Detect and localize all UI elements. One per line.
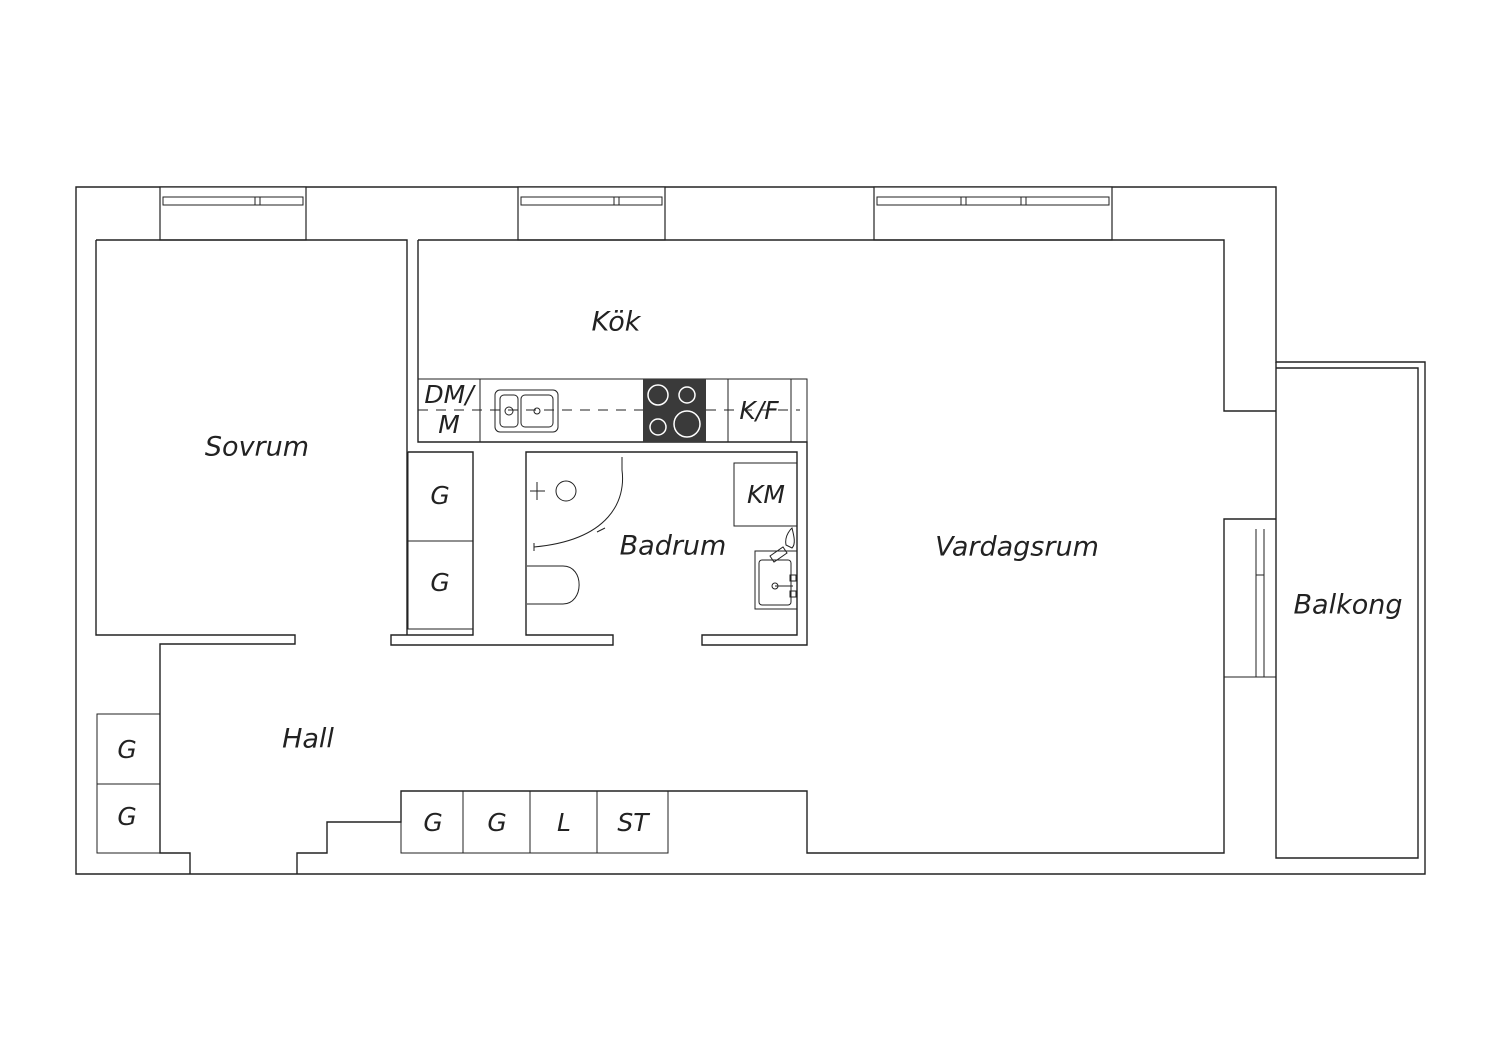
window-kitchen [517,186,666,241]
label-g-cabinet-6: G [487,808,506,837]
washbasin-icon [754,527,798,610]
label-g-cabinet-5: G [423,808,442,837]
label-g-cabinet-3: G [117,735,136,764]
room-label-badrum: Badrum [620,531,727,562]
window-living-room [873,186,1113,241]
label-kf: K/F [739,396,779,425]
stove-icon [643,379,706,442]
cabinets [96,451,669,854]
balcony-walls [1275,362,1419,859]
bedroom-walls [95,239,408,874]
living-kitchen-walls [296,239,1276,874]
exterior-walls [75,186,1426,875]
label-g-cabinet-4: G [117,802,136,831]
window-bedroom [159,186,307,241]
label-l-cabinet: L [557,808,571,837]
bathroom-fixtures [527,457,798,610]
label-g-cabinet-2: G [430,568,449,597]
kitchen-counter [390,240,808,646]
label-dm-top: DM/ [424,380,476,409]
room-label-sovrum: Sovrum [205,432,309,463]
label-km: KM [747,480,785,509]
windows [159,186,1113,241]
washing-machine-box [733,462,798,527]
toilet-icon [527,565,580,605]
label-st-cabinet: ST [617,808,650,837]
kitchen-fixtures [418,379,800,442]
interior-walls [95,239,1419,874]
label-g-cabinet-1: G [430,481,449,510]
room-label-balkong: Balkong [1294,590,1403,621]
shower-icon [530,457,624,551]
label-dm-bottom: M [438,410,460,439]
sink-icon [494,389,559,433]
room-label-hall: Hall [282,724,334,755]
room-label-kok: Kök [592,307,642,338]
room-label-vardagsrum: Vardagsrum [935,532,1099,563]
